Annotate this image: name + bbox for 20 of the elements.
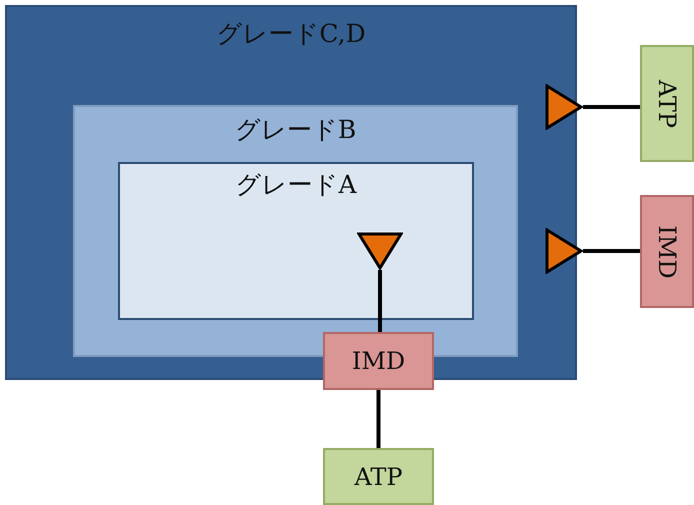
connector-line bbox=[378, 270, 382, 332]
box-label: グレードB bbox=[234, 117, 356, 142]
inner-box bbox=[118, 162, 474, 320]
triangle-symbol bbox=[357, 232, 403, 270]
box-label: ATP bbox=[354, 464, 403, 488]
box-label: ATP bbox=[655, 79, 679, 128]
connector-line bbox=[376, 390, 380, 448]
atp-box bbox=[323, 448, 434, 505]
imd-box bbox=[640, 195, 694, 308]
triangle-symbol bbox=[545, 228, 583, 274]
imd-box bbox=[323, 332, 434, 390]
outer-box bbox=[5, 5, 577, 380]
connector-line bbox=[583, 105, 640, 109]
box-label: IMD bbox=[655, 224, 679, 278]
connector-line bbox=[583, 249, 640, 253]
triangle-symbol bbox=[545, 84, 583, 130]
box-label: グレードC,D bbox=[216, 21, 366, 46]
box-label: IMD bbox=[352, 349, 406, 373]
atp-box bbox=[640, 45, 694, 162]
box-label: グレードA bbox=[235, 172, 357, 197]
